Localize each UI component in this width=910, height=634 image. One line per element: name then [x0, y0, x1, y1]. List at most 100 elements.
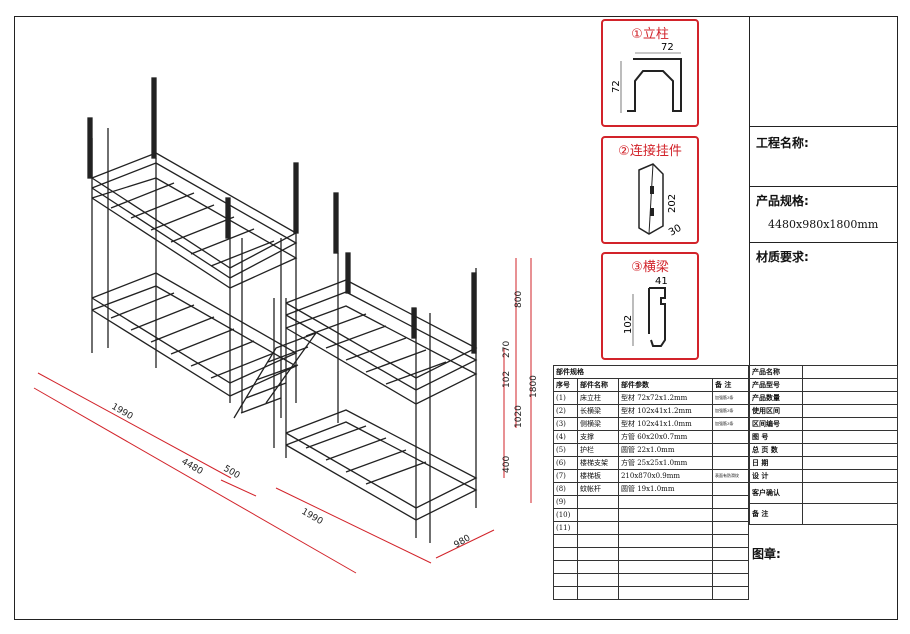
info-label: 日 期: [749, 456, 803, 470]
info-row: 产品数量: [749, 391, 898, 405]
table-cell: 型材 72x72x1.2mm: [617, 391, 714, 405]
table-cell: (2): [552, 404, 579, 418]
header-cell: 部件参数: [617, 378, 714, 392]
info-value[interactable]: [802, 503, 898, 525]
table-cell: [617, 547, 714, 561]
table-cell: [712, 573, 749, 587]
table-row: (8)蚊帐杆圆管 19x1.0mm: [552, 482, 749, 496]
info-value[interactable]: [802, 417, 898, 431]
info-label: 客户确认: [749, 482, 803, 504]
table-cell: (6): [552, 456, 579, 470]
table-cell: 床立柱: [577, 391, 619, 405]
table-cell: [712, 534, 749, 548]
table-row: (9): [552, 495, 749, 509]
info-value[interactable]: [802, 378, 898, 392]
info-value[interactable]: [802, 430, 898, 444]
table-cell: 加强筋3条: [712, 404, 749, 418]
column-profile-icon: 72 72: [611, 42, 682, 113]
table-cell: 方管 25x25x1.0mm: [617, 456, 714, 470]
table-cell: 方管 60x20x0.7mm: [617, 430, 714, 444]
table-cell: [577, 573, 619, 587]
info-row: 设 计: [749, 469, 898, 483]
table-cell: [712, 547, 749, 561]
info-value[interactable]: [802, 469, 898, 483]
table-cell: [712, 586, 749, 600]
dim-label: 1800: [529, 375, 539, 398]
dim-label: 102: [502, 371, 512, 388]
table-cell: [552, 586, 579, 600]
svg-text:30: 30: [667, 223, 684, 239]
header-cell: 备 注: [712, 378, 749, 392]
table-cell: [712, 482, 749, 496]
info-label: 区间编号: [749, 417, 803, 431]
table-cell: (11): [552, 521, 579, 535]
table-row: (5)护栏圆管 22x1.0mm: [552, 443, 749, 457]
detail-connector: ②连接挂件 202 30: [601, 136, 699, 244]
table-cell: [617, 495, 714, 509]
info-value[interactable]: [802, 482, 898, 504]
table-cell: [712, 508, 749, 522]
table-row: (10): [552, 508, 749, 522]
svg-text:72: 72: [611, 80, 622, 93]
table-cell: 护栏: [577, 443, 619, 457]
table-cell: [712, 521, 749, 535]
table-cell: [712, 443, 749, 457]
table-cell: [577, 521, 619, 535]
info-label: 产品数量: [749, 391, 803, 405]
parts-caption: 部件规格: [553, 365, 749, 379]
table-cell: 长横梁: [577, 404, 619, 418]
table-cell: (10): [552, 508, 579, 522]
table-cell: (8): [552, 482, 579, 496]
table-cell: 型材 102x41x1.0mm: [617, 417, 714, 431]
drawing-frame: [14, 16, 898, 620]
detail-title: ③横梁: [631, 260, 669, 275]
svg-text:72: 72: [661, 42, 674, 53]
info-value[interactable]: [802, 456, 898, 470]
table-cell: (1): [552, 391, 579, 405]
table-cell: (5): [552, 443, 579, 457]
table-cell: (7): [552, 469, 579, 483]
detail-beam: ③横梁 41 102: [601, 252, 699, 360]
info-value[interactable]: [802, 443, 898, 457]
table-cell: [712, 456, 749, 470]
table-cell: [617, 534, 714, 548]
info-label: 总 页 数: [749, 443, 803, 457]
table-cell: [617, 560, 714, 574]
table-cell: [552, 560, 579, 574]
table-cell: [617, 586, 714, 600]
table-cell: 圆管 22x1.0mm: [617, 443, 714, 457]
table-row: (6)楼梯支架方管 25x25x1.0mm: [552, 456, 749, 470]
material-label: 材质要求:: [756, 250, 809, 264]
table-cell: [577, 560, 619, 574]
table-cell: 210x870x0.9mm: [617, 469, 714, 483]
spec-label: 产品规格:: [756, 194, 809, 208]
info-value[interactable]: [802, 404, 898, 418]
dim-label: 400: [502, 456, 512, 473]
svg-text:41: 41: [655, 276, 668, 287]
dim-label: 270: [502, 341, 512, 358]
table-cell: [617, 573, 714, 587]
table-cell: [577, 495, 619, 509]
info-row: 产品名称: [749, 365, 898, 379]
table-row: [552, 560, 749, 574]
table-cell: (3): [552, 417, 579, 431]
dim-label: 800: [514, 291, 524, 308]
beam-profile-icon: 41 102: [623, 276, 668, 347]
detail-column: ①立柱 72 72: [601, 19, 699, 127]
info-row: 总 页 数: [749, 443, 898, 457]
info-label: 设 计: [749, 469, 803, 483]
info-row: 日 期: [749, 456, 898, 470]
table-row: (11): [552, 521, 749, 535]
table-row: [552, 586, 749, 600]
detail-title: ②连接挂件: [618, 144, 682, 159]
info-row: 客户确认: [749, 482, 898, 504]
table-cell: 侧横梁: [577, 417, 619, 431]
table-cell: 楼梯板: [577, 469, 619, 483]
info-label: 备 注: [749, 503, 803, 525]
table-cell: [577, 586, 619, 600]
table-cell: 楼梯支架: [577, 456, 619, 470]
info-value[interactable]: [802, 365, 898, 379]
info-value[interactable]: [802, 391, 898, 405]
